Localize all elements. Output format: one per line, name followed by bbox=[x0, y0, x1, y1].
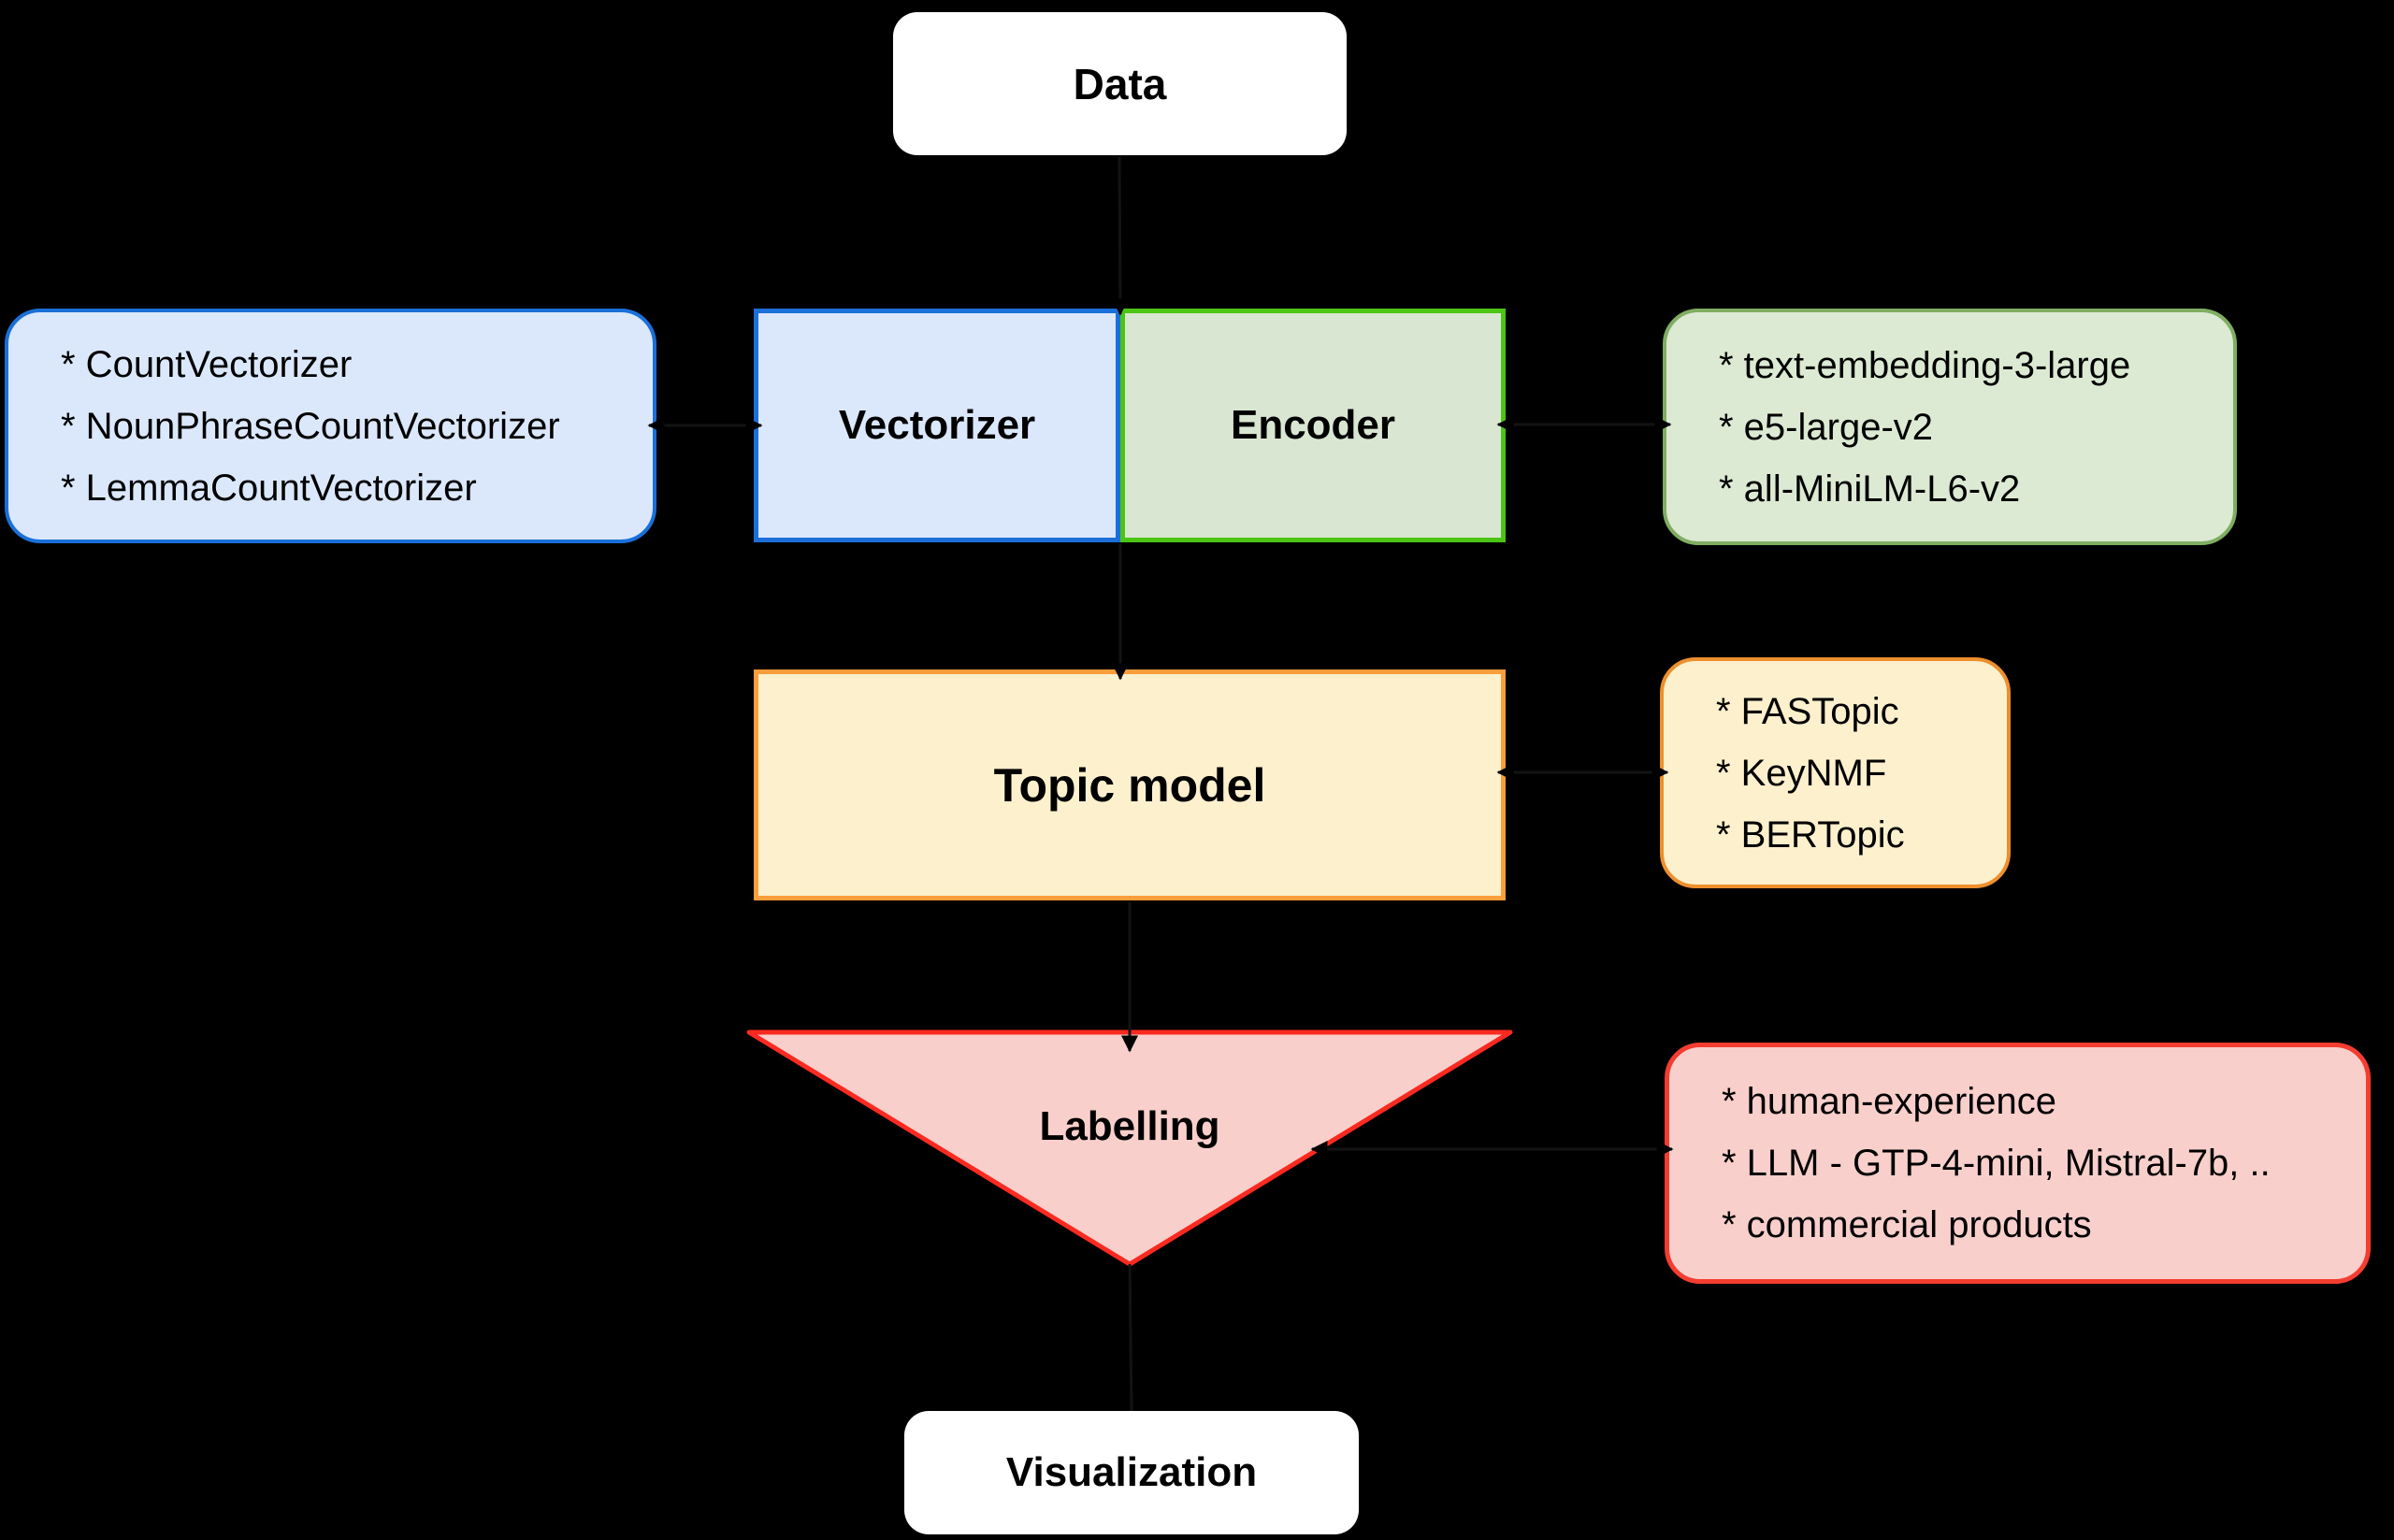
list-item: * FASTopic bbox=[1716, 690, 1899, 732]
list-item: * human-experience bbox=[1722, 1081, 2056, 1122]
visualization-node-label: Visualization bbox=[1005, 1449, 1258, 1495]
vectorizer-options-node: * CountVectorizer * NounPhraseCountVecto… bbox=[5, 309, 656, 543]
data-node: Data bbox=[893, 12, 1347, 155]
encoder-node: Encoder bbox=[1120, 309, 1506, 542]
list-item: * KeyNMF bbox=[1716, 752, 1887, 794]
list-item: * LemmaCountVectorizer bbox=[61, 467, 477, 509]
labelling-options-node: * human-experience * LLM - GTP-4-mini, M… bbox=[1665, 1043, 2371, 1284]
topic-model-node-label: Topic model bbox=[993, 758, 1266, 812]
list-item: * NounPhraseCountVectorizer bbox=[61, 405, 560, 447]
connector-labelling-to-visualization bbox=[1128, 1263, 1133, 1412]
list-item: * e5-large-v2 bbox=[1719, 406, 1934, 448]
encoder-node-label: Encoder bbox=[1230, 402, 1396, 448]
list-item: * commercial products bbox=[1722, 1204, 2092, 1245]
vectorizer-node: Vectorizer bbox=[754, 309, 1120, 542]
list-item: * LLM - GTP-4-mini, Mistral-7b, .. bbox=[1722, 1143, 2271, 1184]
labelling-node-label: Labelling bbox=[1039, 1103, 1220, 1149]
topic-model-options-node: * FASTopic * KeyNMF * BERTopic bbox=[1660, 657, 2011, 888]
topic-model-node: Topic model bbox=[754, 669, 1506, 900]
data-node-label: Data bbox=[1073, 59, 1167, 108]
connector-data-to-vectorizer-encoder bbox=[1111, 156, 1129, 316]
list-item: * text-embedding-3-large bbox=[1719, 344, 2131, 386]
encoder-options-node: * text-embedding-3-large * e5-large-v2 *… bbox=[1663, 309, 2237, 545]
list-item: * all-MiniLM-L6-v2 bbox=[1719, 468, 2021, 510]
list-item: * CountVectorizer bbox=[61, 343, 353, 385]
vectorizer-node-label: Vectorizer bbox=[838, 402, 1036, 448]
visualization-node: Visualization bbox=[904, 1411, 1359, 1534]
list-item: * BERTopic bbox=[1716, 813, 1905, 856]
